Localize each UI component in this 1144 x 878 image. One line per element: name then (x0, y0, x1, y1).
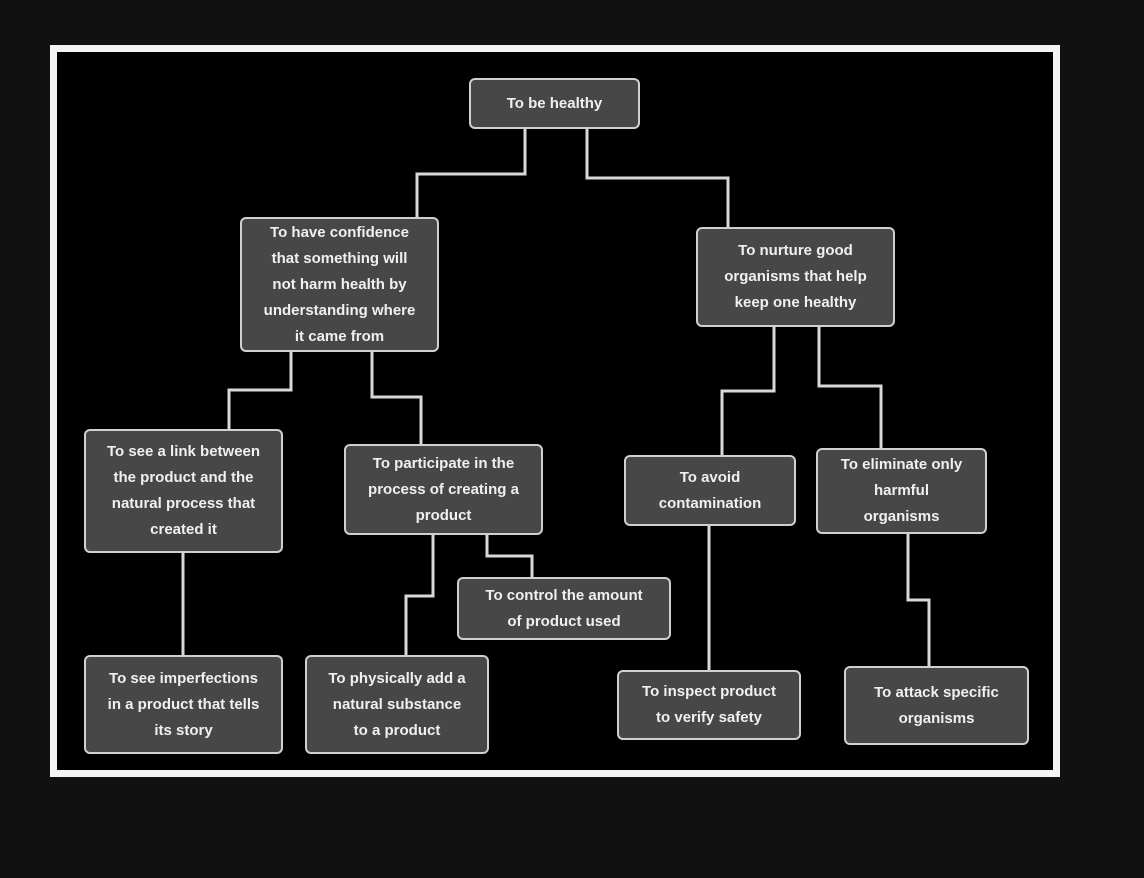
node-physically: To physically add a natural substance to… (305, 655, 489, 754)
edge-participate-control (485, 534, 534, 577)
edge-confidence-see-link (227, 351, 293, 429)
edge-eliminate-attack (906, 533, 931, 666)
edge-confidence-participate (370, 351, 423, 444)
edge-participate-physically (404, 534, 435, 655)
node-participate: To participate in the process of creatin… (344, 444, 543, 535)
edge-nurture-eliminate (817, 326, 883, 448)
node-imperfections: To see imperfections in a product that t… (84, 655, 283, 754)
edge-nurture-avoid (720, 326, 776, 455)
edge-root-nurture (585, 128, 730, 227)
node-see-link: To see a link between the product and th… (84, 429, 283, 553)
node-confidence: To have confidence that something will n… (240, 217, 439, 352)
node-control: To control the amount of product used (457, 577, 671, 640)
node-root: To be healthy (469, 78, 640, 129)
diagram-canvas (57, 52, 1053, 770)
node-eliminate: To eliminate only harmful organisms (816, 448, 987, 534)
edge-root-confidence (415, 128, 527, 217)
node-inspect: To inspect product to verify safety (617, 670, 801, 740)
node-attack: To attack specific organisms (844, 666, 1029, 745)
node-nurture: To nurture good organisms that help keep… (696, 227, 895, 327)
node-avoid: To avoid contamination (624, 455, 796, 526)
